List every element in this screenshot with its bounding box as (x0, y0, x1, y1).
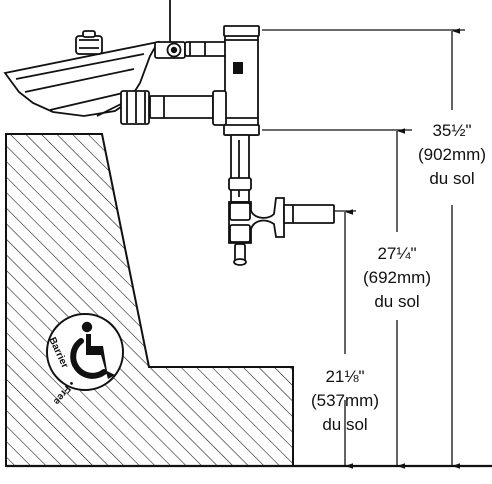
dimension-middle-value: 27¼" (377, 244, 416, 263)
dimension-label-middle: 27¼" (692mm) du sol (363, 244, 431, 311)
eyewash-fixture (3, 0, 335, 266)
dimension-bottom-value: 21⅛" (325, 367, 364, 386)
dimension-label-top: 35½" (902mm) du sol (418, 121, 486, 188)
dimension-top-value: 35½" (432, 121, 471, 140)
dimension-top-metric: (902mm) (418, 145, 486, 164)
dimension-top-reference: du sol (429, 169, 474, 188)
dimension-lines (262, 28, 465, 469)
dimension-middle-reference: du sol (374, 292, 419, 311)
wheelchair-icon (70, 321, 115, 379)
dimension-bottom-metric: (537mm) (311, 391, 379, 410)
dimension-middle-metric: (692mm) (363, 268, 431, 287)
dimension-bottom-reference: du sol (322, 415, 367, 434)
dimension-label-bottom: 21⅛" (537mm) du sol (311, 367, 379, 434)
